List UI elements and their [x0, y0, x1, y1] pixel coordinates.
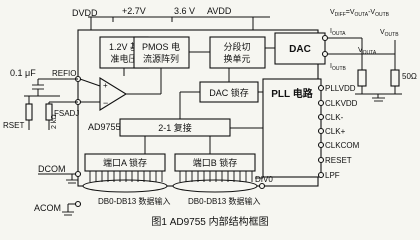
pll-pin-label-4: CLKCOM — [325, 141, 360, 150]
cap-label: 0.1 μF — [10, 68, 36, 78]
pll-pin-label-3: CLK+ — [325, 127, 346, 136]
vdiff-label: VDIFF=VOUTA-VOUTB — [330, 9, 390, 18]
opamp-symbol: + − — [99, 77, 128, 111]
bus-b-label: DB0-DB13 数据输入 — [188, 196, 260, 206]
supply-dvdd-label: DVDD — [72, 8, 98, 18]
rset-resistor — [25, 103, 33, 121]
bus-a-ellipse — [82, 179, 168, 193]
r50-resistor-b — [390, 69, 400, 87]
ad9755-block-diagram: DVDD +2.7V 3.6 V AVDD 1.2V 基 准电压 PMOS 电 … — [3, 6, 417, 228]
supply-avdd-label: AVDD — [207, 6, 232, 16]
r50-resistor-a — [357, 69, 367, 87]
pll-label: PLL 电路 — [271, 87, 313, 100]
pll-pin-label-6: LPF — [325, 171, 340, 180]
voutb-label: VOUTB — [380, 29, 399, 38]
mux-label: 2-1 复接 — [158, 122, 192, 133]
opamp-plus: + — [103, 81, 108, 90]
pll-pin-2 — [317, 113, 325, 121]
supply-3v6-label: 3.6 V — [174, 6, 195, 16]
port-b-label: 端口B 锁存 — [193, 157, 238, 168]
dcom-pin — [74, 170, 82, 178]
pll-pin-label-1: CLKVDD — [325, 99, 358, 108]
figure-caption: 图1 AD9755 内部结构框图 — [151, 215, 268, 228]
bus-a-label: DB0-DB13 数据输入 — [98, 196, 170, 206]
pll-pin-3 — [317, 127, 325, 135]
pmos-line2: 流源阵列 — [143, 53, 179, 64]
dac-label: DAC — [289, 44, 311, 55]
pmos-array-block: PMOS 电 流源阵列 — [133, 36, 190, 69]
iouta-label: IOUTA — [330, 28, 346, 37]
fsadj-label: FSADJ — [54, 109, 79, 118]
bus-b-ellipse — [172, 179, 258, 193]
internal-wiring — [123, 47, 275, 179]
right-outputs: VDIFF=VOUTA-VOUTB IOUTA IOUTB VOUTA VOUT… — [321, 9, 417, 102]
acom-label: ACOM — [34, 203, 61, 213]
port-a-label: 端口A 锁存 — [103, 157, 147, 168]
refio-label: REFIO — [52, 69, 76, 78]
pll-pin-0 — [317, 84, 325, 92]
div0-pin — [258, 182, 266, 190]
dac-latch-label: DAC 锁存 — [209, 87, 249, 98]
r50-label: 50Ω — [402, 72, 417, 81]
supply-2v7-label: +2.7V — [122, 6, 146, 16]
bottom-buses: DIV0 DB0-DB13 数据输入 DB0-DB13 数据输入 — [82, 171, 273, 206]
port-b-latch-block: 端口B 锁存 — [174, 153, 256, 172]
pll-block: PLL 电路 — [262, 78, 322, 178]
pll-pin-1 — [317, 99, 325, 107]
ref-voltage-line1: 1.2V 基 — [109, 41, 139, 52]
port-a-latch-block: 端口A 锁存 — [84, 153, 166, 172]
ioutb-label: IOUTB — [330, 63, 347, 72]
switch-unit-block: 分段切 换单元 — [209, 36, 266, 69]
switch-line1: 分段切 — [223, 41, 250, 52]
dac-latch-block: DAC 锁存 — [199, 81, 259, 103]
pll-pin-label-2: CLK- — [325, 113, 344, 122]
ioutb-pin — [321, 50, 329, 58]
rset-label: RSET — [3, 121, 24, 130]
acom-pin — [74, 200, 82, 208]
pmos-line1: PMOS 电 — [142, 41, 180, 52]
dcom-label: DCOM — [38, 164, 66, 174]
iouta-pin — [321, 34, 329, 42]
ref-voltage-line2: 准电压 — [110, 53, 137, 64]
mux-block: 2-1 复接 — [119, 118, 231, 137]
div0-label: DIV0 — [255, 175, 273, 184]
pll-pin-label-0: PLLVDD — [325, 84, 356, 93]
dac-block: DAC — [274, 32, 326, 65]
pll-pins: PLLVDD CLKVDD CLK- CLK+ CLKCOM RESET LPF — [317, 84, 360, 180]
supply-rail: DVDD +2.7V 3.6 V AVDD — [72, 6, 270, 30]
opamp-minus: − — [103, 98, 108, 108]
pll-pin-6 — [317, 171, 325, 179]
pll-pin-4 — [317, 141, 325, 149]
r2k-label: 2 kΩ — [51, 114, 58, 129]
part-label: AD9755 — [88, 122, 121, 132]
switch-line2: 换单元 — [223, 53, 250, 64]
pll-pin-5 — [317, 156, 325, 164]
left-pins: 0.1 μF REFIO FSADJ RSET 2 kΩ AD9755 DCOM… — [3, 68, 121, 216]
vouta-label: VOUTA — [358, 47, 377, 56]
pll-pin-label-5: RESET — [325, 156, 352, 165]
